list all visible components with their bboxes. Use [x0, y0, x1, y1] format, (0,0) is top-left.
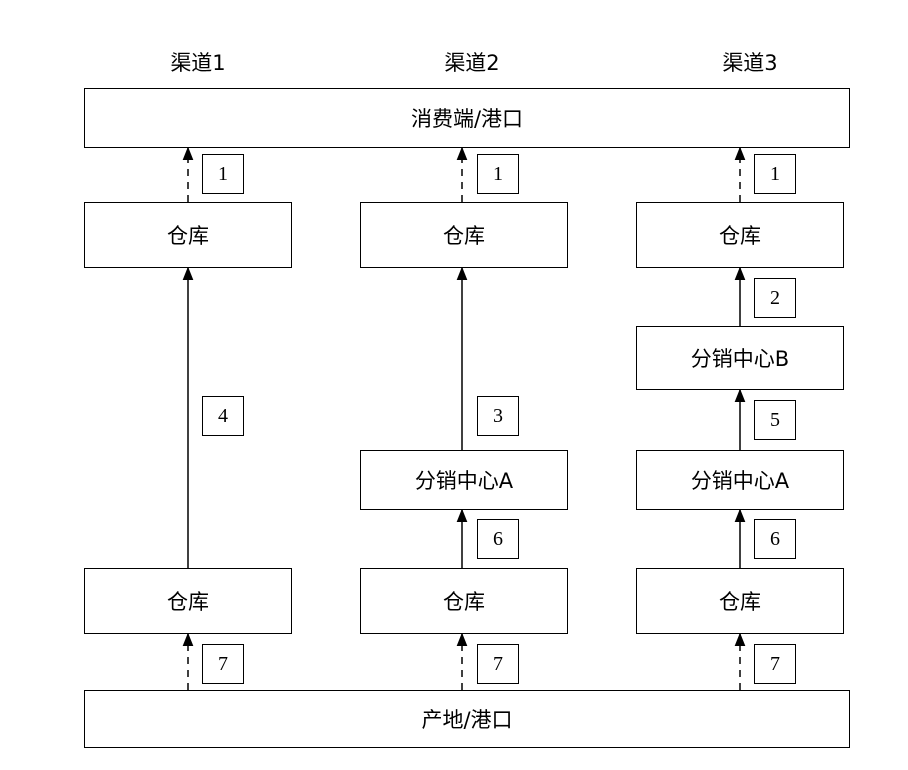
- c2-warehouse-lower: 仓库: [360, 568, 568, 634]
- origin-port-box: 产地/港口: [84, 690, 850, 748]
- c3-warehouse-upper: 仓库: [636, 202, 844, 268]
- edge-label-c1-mid: 4: [202, 396, 244, 436]
- channel-2-header: 渠道2: [444, 51, 500, 75]
- c1-warehouse-lower: 仓库: [84, 568, 292, 634]
- edge-label-c2-upper: 3: [477, 396, 519, 436]
- c3-distribution-center-a: 分销中心A: [636, 450, 844, 510]
- c2-distribution-center-a: 分销中心A: [360, 450, 568, 510]
- c3-warehouse-lower: 仓库: [636, 568, 844, 634]
- edge-label-c3-a: 2: [754, 278, 796, 318]
- channel-3-header: 渠道3: [722, 51, 778, 75]
- consumer-port-box: 消费端/港口: [84, 88, 850, 148]
- edge-label-c1-bottom: 7: [202, 644, 244, 684]
- edge-label-c2-bottom: 7: [477, 644, 519, 684]
- c1-warehouse-upper: 仓库: [84, 202, 292, 268]
- edge-label-c2-top: 1: [477, 154, 519, 194]
- edge-label-c3-bottom: 7: [754, 644, 796, 684]
- edge-label-c2-lower: 6: [477, 519, 519, 559]
- edge-label-c3-b: 5: [754, 400, 796, 440]
- edge-label-c3-top: 1: [754, 154, 796, 194]
- edge-label-c3-c: 6: [754, 519, 796, 559]
- channel-1-header: 渠道1: [170, 51, 226, 75]
- c2-warehouse-upper: 仓库: [360, 202, 568, 268]
- c3-distribution-center-b: 分销中心B: [636, 326, 844, 390]
- edge-label-c1-top: 1: [202, 154, 244, 194]
